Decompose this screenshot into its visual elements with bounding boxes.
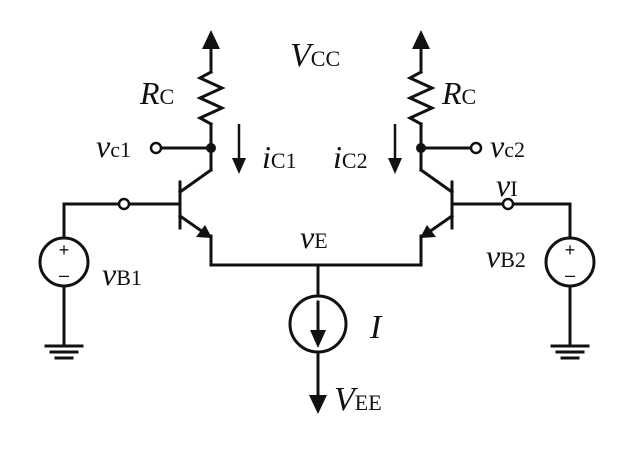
minus-sign: – bbox=[59, 265, 69, 285]
label-rc-left: RC bbox=[139, 75, 174, 111]
terminal-vc2 bbox=[469, 141, 483, 155]
label-ic2: iC2 bbox=[333, 139, 368, 175]
voltage-source-vb2: + – bbox=[544, 236, 596, 347]
plus-sign: + bbox=[59, 240, 70, 260]
terminal-vc1 bbox=[149, 141, 163, 155]
label-vb2: vB2 bbox=[486, 238, 526, 274]
label-ve: vE bbox=[300, 219, 328, 255]
collector-wire-right bbox=[416, 122, 483, 172]
base-wire-right bbox=[450, 197, 572, 240]
voltage-source-vb1: + – bbox=[38, 236, 90, 347]
label-ic1: iC1 bbox=[262, 139, 297, 175]
vcc-arrow-right bbox=[412, 30, 430, 74]
ground-left bbox=[44, 344, 84, 360]
label-vi: vI bbox=[496, 167, 518, 203]
label-vb1: vB1 bbox=[102, 256, 142, 292]
ic1-arrow bbox=[232, 124, 246, 174]
base-wire-left bbox=[62, 197, 182, 240]
terminal-base-left bbox=[117, 197, 131, 211]
collector-wire-left bbox=[149, 122, 216, 172]
resistor-rc-right bbox=[406, 69, 436, 127]
label-rc-right: RC bbox=[441, 75, 476, 111]
minus-sign: – bbox=[565, 265, 575, 285]
label-vc1: vc1 bbox=[96, 128, 131, 164]
transistor-q1 bbox=[177, 167, 214, 267]
emitter-wire bbox=[209, 263, 423, 298]
plus-sign: + bbox=[565, 240, 576, 260]
current-source bbox=[288, 294, 348, 414]
ground-right bbox=[550, 344, 590, 360]
resistor-rc-left bbox=[196, 69, 226, 127]
node-dot-left bbox=[206, 143, 216, 153]
label-vc2: vc2 bbox=[490, 128, 525, 164]
label-vcc: VCC bbox=[290, 37, 340, 74]
node-dot-right bbox=[416, 143, 426, 153]
vcc-arrow-left bbox=[202, 30, 220, 74]
label-current-source: I bbox=[369, 309, 383, 346]
ic2-arrow bbox=[388, 124, 402, 174]
label-vee: VEE bbox=[334, 381, 382, 418]
transistor-q2 bbox=[418, 167, 455, 267]
